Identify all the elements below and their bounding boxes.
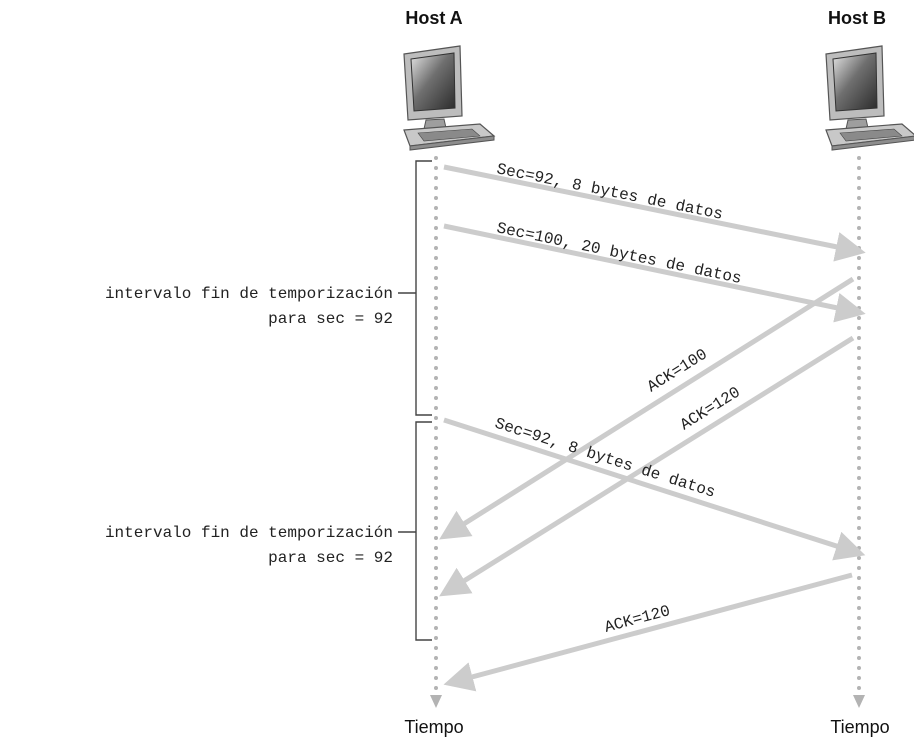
timeout-bracket-1 — [415, 160, 432, 416]
message-arrow-seq92 — [443, 164, 866, 262]
timeout-2-label-line1: intervalo fin de temporización — [105, 524, 393, 542]
timeout-1-label-line2: para sec = 92 — [268, 310, 393, 328]
host-b-time-label: Tiempo — [830, 717, 889, 737]
message-arrow-ack120-final — [443, 572, 853, 692]
host-b-computer-icon — [825, 45, 914, 151]
message-label-seq92: Sec=92, 8 bytes de datos — [495, 160, 724, 224]
host-a-time-arrow-icon — [430, 695, 442, 708]
timeout-bracket-2 — [415, 421, 432, 641]
message-arrow-ack120 — [439, 335, 855, 597]
timeout-2-label-line2: para sec = 92 — [268, 549, 393, 567]
host-b-time-arrow-icon — [853, 695, 865, 708]
message-arrow-seq92-retransmit — [443, 417, 866, 561]
host-a-computer-icon — [403, 45, 496, 151]
host-b-label: Host B — [828, 8, 886, 28]
message-arrow-ack100 — [439, 276, 855, 540]
timeout-1-label-line1: intervalo fin de temporización — [105, 285, 393, 303]
message-label-seq100: Sec=100, 20 bytes de datos — [495, 219, 743, 288]
host-a-time-label: Tiempo — [404, 717, 463, 737]
host-a-label: Host A — [405, 8, 462, 28]
message-arrow-seq100 — [443, 223, 866, 323]
